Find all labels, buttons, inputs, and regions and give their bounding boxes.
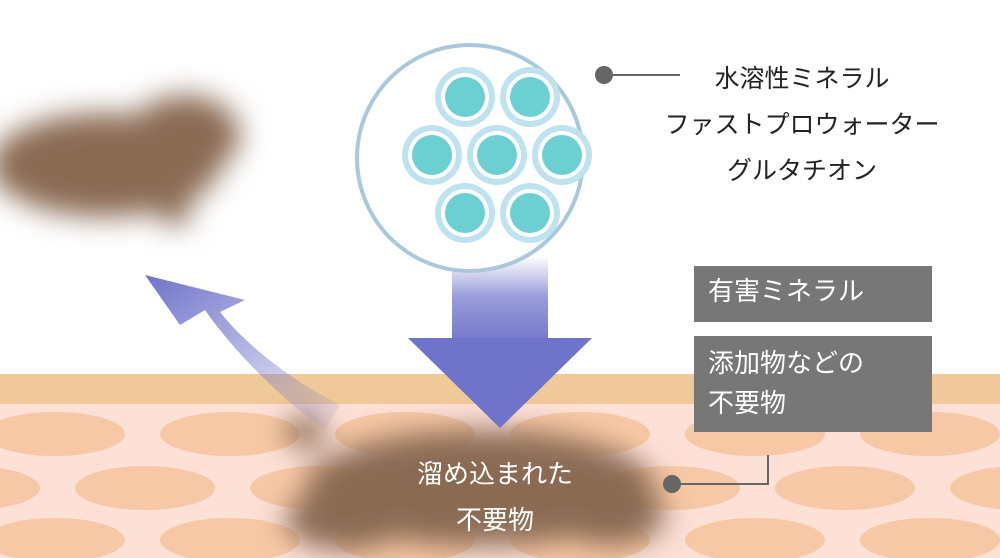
skin-cell	[950, 466, 1000, 510]
accumulated-label: 溜め込まれた 不要物	[380, 452, 610, 544]
skin-cell	[0, 412, 125, 456]
molecule	[532, 125, 592, 185]
molecule-cluster	[402, 67, 592, 243]
residue-in-skin	[285, 416, 665, 550]
expelled-residue	[0, 95, 240, 226]
skin-cell	[685, 518, 825, 558]
molecule-connector	[595, 66, 680, 84]
exit-arrow	[145, 275, 340, 430]
skin-cell	[160, 412, 300, 456]
molecule-label-3: グルタチオン	[726, 156, 877, 185]
harmful-mineral-box: 有害ミネラル	[694, 266, 932, 322]
molecule-label-2: ファストプロウォーター	[664, 110, 940, 139]
harmful-mineral-label: 有害ミネラル	[708, 277, 865, 307]
additive-label-1: 添加物などの	[708, 349, 865, 379]
skin-cell	[160, 518, 300, 558]
accumulated-label-2: 不要物	[455, 506, 534, 536]
additive-box: 添加物などの 不要物	[694, 336, 932, 432]
molecule	[435, 67, 495, 127]
skin-cell	[0, 468, 40, 508]
additive-label-2: 不要物	[708, 389, 787, 419]
skin-cell	[860, 518, 1000, 558]
skin-cell	[75, 466, 215, 510]
skin-cell	[775, 466, 915, 510]
molecule	[402, 125, 462, 185]
molecule-label-1: 水溶性ミネラル	[714, 64, 890, 93]
molecule	[435, 183, 495, 243]
additive-connector	[663, 455, 769, 493]
molecule	[500, 183, 560, 243]
accumulated-label-1: 溜め込まれた	[416, 460, 573, 490]
molecule-labels: 水溶性ミネラル ファストプロウォーター グルタチオン	[652, 56, 952, 194]
skin-cell	[0, 518, 125, 558]
molecule	[467, 125, 527, 185]
molecule	[500, 67, 560, 127]
